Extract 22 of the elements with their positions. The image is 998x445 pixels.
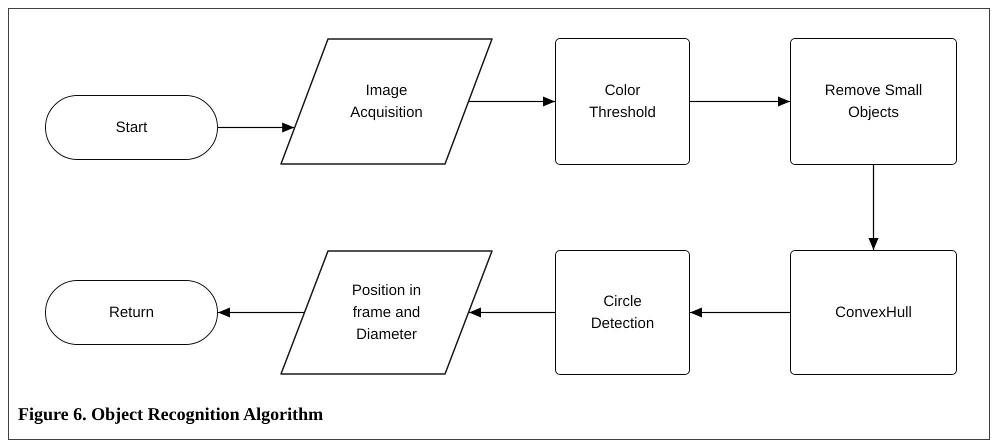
io-parallelogram	[280, 250, 493, 375]
process-box	[790, 38, 957, 165]
node-label: Start	[114, 118, 148, 138]
arrow	[218, 122, 294, 132]
process-box	[555, 38, 690, 165]
node-label: Circle Detection	[590, 292, 656, 334]
arrow	[690, 96, 790, 106]
arrow	[218, 308, 304, 318]
process-box	[790, 250, 957, 375]
node-label: Color Threshold	[588, 80, 657, 122]
arrow	[469, 308, 555, 318]
arrow	[469, 96, 555, 106]
node-label: Return	[108, 302, 156, 322]
node-label: Image Acquisition	[349, 80, 424, 122]
node-label: Position in frame and Diameter	[350, 280, 422, 344]
arrow	[690, 308, 790, 318]
arrow	[868, 165, 878, 250]
node-label: ConvexHull	[834, 302, 913, 322]
node-label: Remove Small Objects	[824, 80, 924, 122]
figure-caption: Figure 6. Object Recognition Algorithm	[18, 403, 324, 426]
io-parallelogram	[280, 38, 493, 165]
process-box	[555, 250, 690, 375]
